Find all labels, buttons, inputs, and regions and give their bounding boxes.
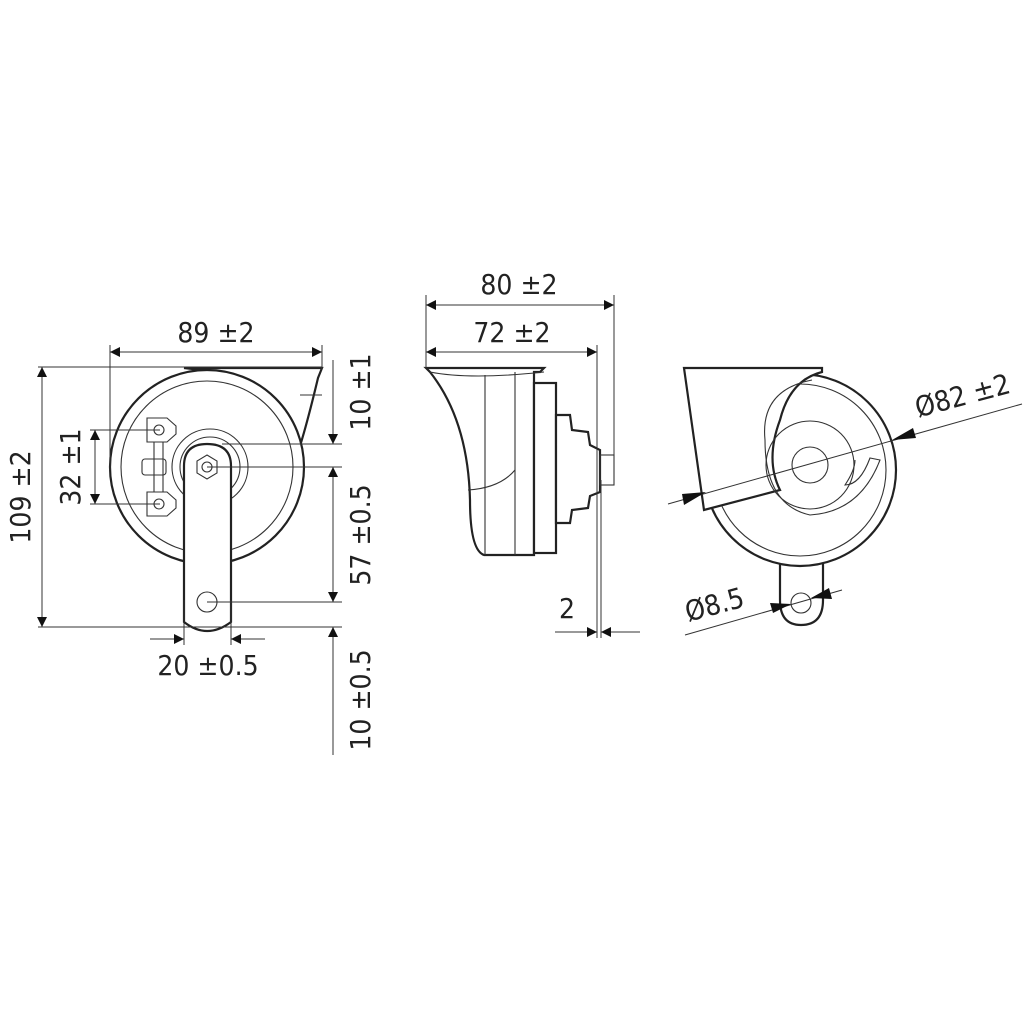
front-view: 89 ±2 109 ±2 32 ±1 20 ±0.5 10 ±1 57 ±0.5… xyxy=(4,316,377,755)
horn-side-diaphragm xyxy=(532,381,558,555)
horn-side-stud xyxy=(599,454,615,486)
dim-height-label: 109 ±2 xyxy=(4,450,37,543)
rear-view: Ø82 ±2 Ø8.5 xyxy=(667,366,1023,636)
rear-spiral xyxy=(764,379,881,516)
terminal-connector xyxy=(141,458,167,476)
horn-side-back-cap xyxy=(554,413,602,525)
hex-nut-icon xyxy=(196,454,218,480)
dim-top-offset-label: 10 ±1 xyxy=(344,353,377,430)
dim-bottom-offset-label: 10 ±0.5 xyxy=(344,649,377,750)
dim-mount-hole-label: 57 ±0.5 xyxy=(344,484,377,585)
dim-body-depth-label: 72 ±2 xyxy=(473,316,550,349)
dim-diameter-label: Ø82 ±2 xyxy=(911,367,1013,424)
dim-overall-depth-label: 80 ±2 xyxy=(480,268,557,301)
rear-bracket-hole xyxy=(790,592,812,614)
dim-hole-diameter-label: Ø8.5 xyxy=(681,581,747,628)
dim-width-label: 89 ±2 xyxy=(177,316,254,349)
mounting-bracket xyxy=(182,442,233,633)
dim-bracket-thickness-label: 2 xyxy=(559,592,575,625)
dim-bracket-width-label: 20 ±0.5 xyxy=(157,649,258,682)
dim-terminal-spacing-label: 32 ±1 xyxy=(54,428,87,505)
side-view: 80 ±2 72 ±2 2 xyxy=(423,268,640,638)
rear-horn-flare xyxy=(682,366,824,512)
